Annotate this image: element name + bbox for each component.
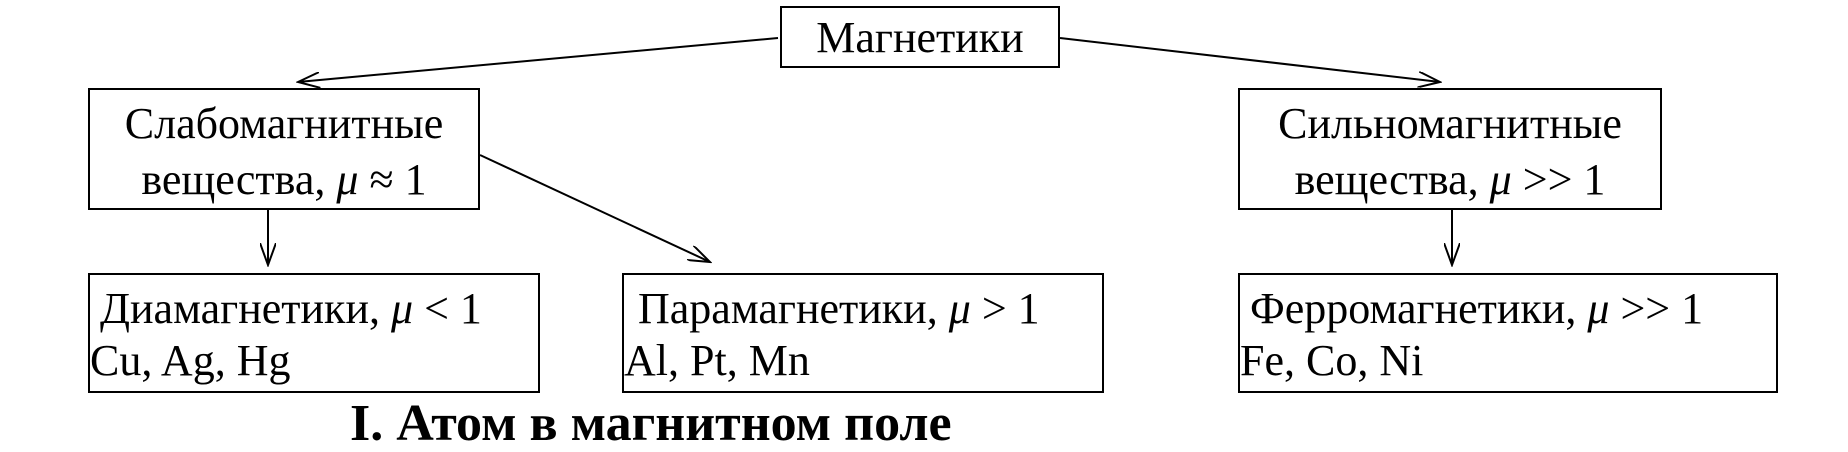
node-diamagnetics: Диамагнетики, μ < 1 Cu, Ag, Hg	[88, 273, 540, 393]
node-weak-magnetic: Слабомагнитные вещества, μ ≈ 1	[88, 88, 480, 210]
node-ferromagnetics: Ферромагнетики, μ >> 1 Fe, Co, Ni	[1238, 273, 1778, 393]
ferro-title: Ферромагнетики, μ >> 1	[1250, 284, 1704, 333]
next-section-heading: I. Атом в магнитном поле	[350, 395, 952, 452]
para-title: Парамагнетики, μ > 1	[638, 284, 1040, 333]
dia-title: Диамагнетики, μ < 1	[100, 284, 482, 333]
arrow-root-to-weak	[298, 37, 779, 82]
node-paramagnetics: Парамагнетики, μ > 1 Al, Pt, Mn	[622, 273, 1104, 393]
weak-line1: Слабомагнитные	[124, 99, 444, 148]
strong-line1: Сильномагнитные	[1278, 99, 1622, 148]
arrow-root-to-strong	[1059, 37, 1440, 82]
connector-arrows	[0, 37, 1848, 420]
node-magnetics-label: Магнетики	[816, 13, 1024, 62]
node-strong-magnetic: Сильномагнитные вещества, μ >> 1	[1238, 88, 1662, 210]
node-magnetics: Магнетики	[780, 6, 1060, 68]
arrow-weak-to-para	[479, 154, 710, 262]
weak-line2: вещества, μ ≈ 1	[141, 155, 427, 204]
para-examples: Al, Pt, Mn	[624, 336, 810, 385]
ferro-examples: Fe, Co, Ni	[1240, 336, 1424, 385]
dia-examples: Cu, Ag, Hg	[90, 336, 291, 385]
strong-line2: вещества, μ >> 1	[1294, 155, 1606, 204]
